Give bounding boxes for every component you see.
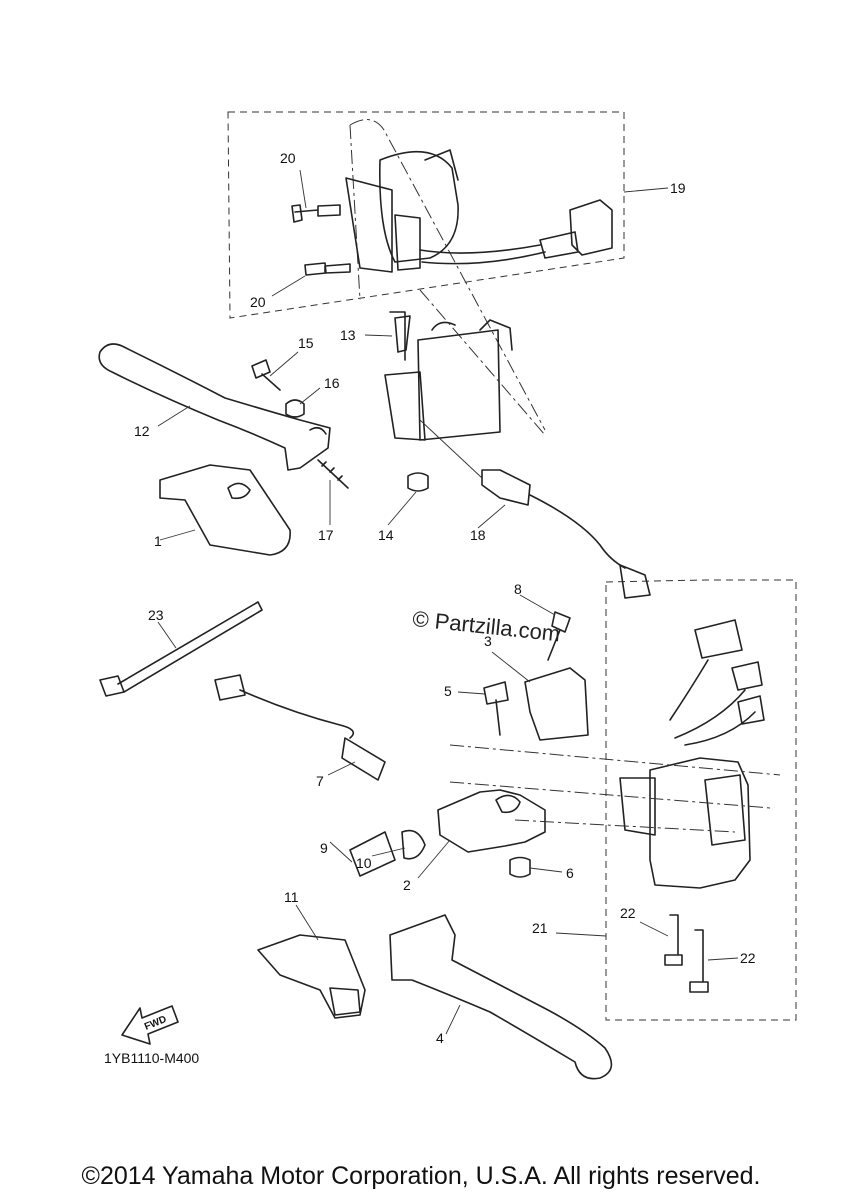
clutch-lever-4 <box>389 914 613 1080</box>
assembly-line-a <box>449 744 781 776</box>
callout-4: 4 <box>436 1030 444 1046</box>
callout-17: 17 <box>318 527 334 543</box>
callout-5: 5 <box>444 683 452 699</box>
brake-switch-18 <box>419 419 651 599</box>
screw-22-right <box>689 929 709 993</box>
switch-21-boundary <box>605 579 797 1021</box>
callout-18: 18 <box>470 527 486 543</box>
callout-13: 13 <box>340 327 356 343</box>
switch-19-boundary <box>227 111 625 319</box>
locknut-10 <box>401 829 426 860</box>
bolt-5 <box>483 681 509 736</box>
master-cylinder <box>384 315 513 441</box>
callout-3: 3 <box>484 633 492 649</box>
lever-bracket-2 <box>437 789 546 853</box>
clutch-switch-7 <box>214 674 386 781</box>
holder-3 <box>524 667 589 741</box>
cable-tie-23 <box>99 601 263 697</box>
brake-lever-12 <box>98 343 331 471</box>
spring-17 <box>317 459 349 489</box>
callout-7: 7 <box>316 773 324 789</box>
assembly-line-c <box>514 819 736 833</box>
right-switch-19 <box>345 149 613 273</box>
screw-20-lower <box>304 262 351 276</box>
screw-8 <box>547 611 571 661</box>
assembly-line-b <box>449 781 771 809</box>
lever-cover-1 <box>159 464 291 556</box>
callout-20-lower: 20 <box>250 294 266 310</box>
fwd-arrow-icon: FWD <box>121 1005 179 1045</box>
callout-21: 21 <box>532 920 548 936</box>
callout-10: 10 <box>356 855 372 871</box>
callout-11: 11 <box>284 889 299 905</box>
drawing-code: 1YB1110-M400 <box>104 1050 200 1066</box>
callout-1: 1 <box>154 533 162 549</box>
screw-20-upper <box>291 204 341 223</box>
handlebar-outline <box>349 119 546 431</box>
nut-16 <box>285 399 305 418</box>
nut-6 <box>509 856 531 878</box>
lever-cover-11 <box>257 934 366 1019</box>
callout-23: 23 <box>148 607 164 623</box>
callout-15: 15 <box>298 335 314 351</box>
callout-14: 14 <box>378 527 394 543</box>
callout-9: 9 <box>320 840 328 856</box>
callout-20-upper: 20 <box>280 150 296 166</box>
left-switch-21 <box>619 619 765 889</box>
bolt-13 <box>389 311 406 361</box>
bolt-15 <box>251 359 281 391</box>
assembly-line-d <box>419 289 546 436</box>
leader-lines <box>157 169 739 1035</box>
callout-22-right: 22 <box>740 950 756 966</box>
callout-12: 12 <box>134 423 150 439</box>
callout-2: 2 <box>403 877 411 893</box>
callout-6: 6 <box>566 865 574 881</box>
callout-16: 16 <box>324 375 340 391</box>
callout-22-left: 22 <box>620 905 636 921</box>
callout-19: 19 <box>670 180 686 196</box>
callout-8: 8 <box>514 581 522 597</box>
nut-14 <box>407 472 429 492</box>
adjuster-9 <box>349 831 396 877</box>
copyright-notice: ©2014 Yamaha Motor Corporation, U.S.A. A… <box>81 1162 761 1190</box>
screw-22-left <box>664 914 683 966</box>
